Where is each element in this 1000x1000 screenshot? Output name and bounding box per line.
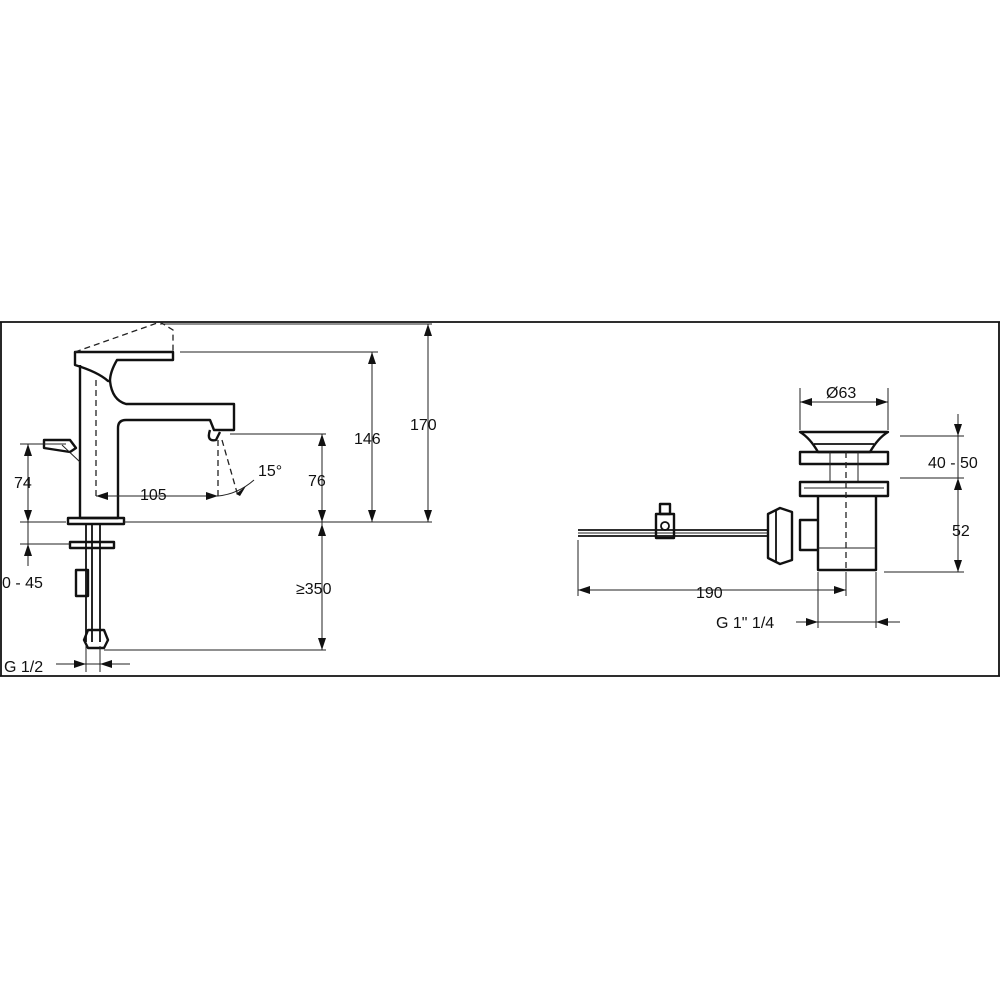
dim-head-height: 40 - 50: [928, 455, 978, 472]
dim-hose-length: ≥350: [296, 581, 332, 598]
dim-head-diameter: Ø63: [826, 385, 856, 402]
dim-rod-length: 190: [696, 585, 723, 602]
dim-waste-thread: G 1" 1/4: [716, 615, 774, 632]
faucet-outline: [42, 321, 239, 650]
drawing-frame: [0, 321, 1000, 677]
waste-outline: [578, 430, 890, 572]
dim-spout-reach: 105: [140, 487, 167, 504]
dim-inlet-thread: G 1/2: [4, 659, 43, 676]
dim-body-height: 52: [952, 523, 970, 540]
dim-outlet-height: 76: [308, 473, 326, 490]
dim-deck-thickness: 0 - 45: [2, 575, 43, 592]
faucet-dimensions: [20, 323, 432, 672]
dim-lever-height: 74: [14, 475, 32, 492]
waste-dimensions: [577, 388, 964, 628]
dim-spray-angle: 15°: [258, 463, 282, 480]
dim-total-height: 170: [410, 417, 437, 434]
dim-spout-height: 146: [354, 431, 381, 448]
